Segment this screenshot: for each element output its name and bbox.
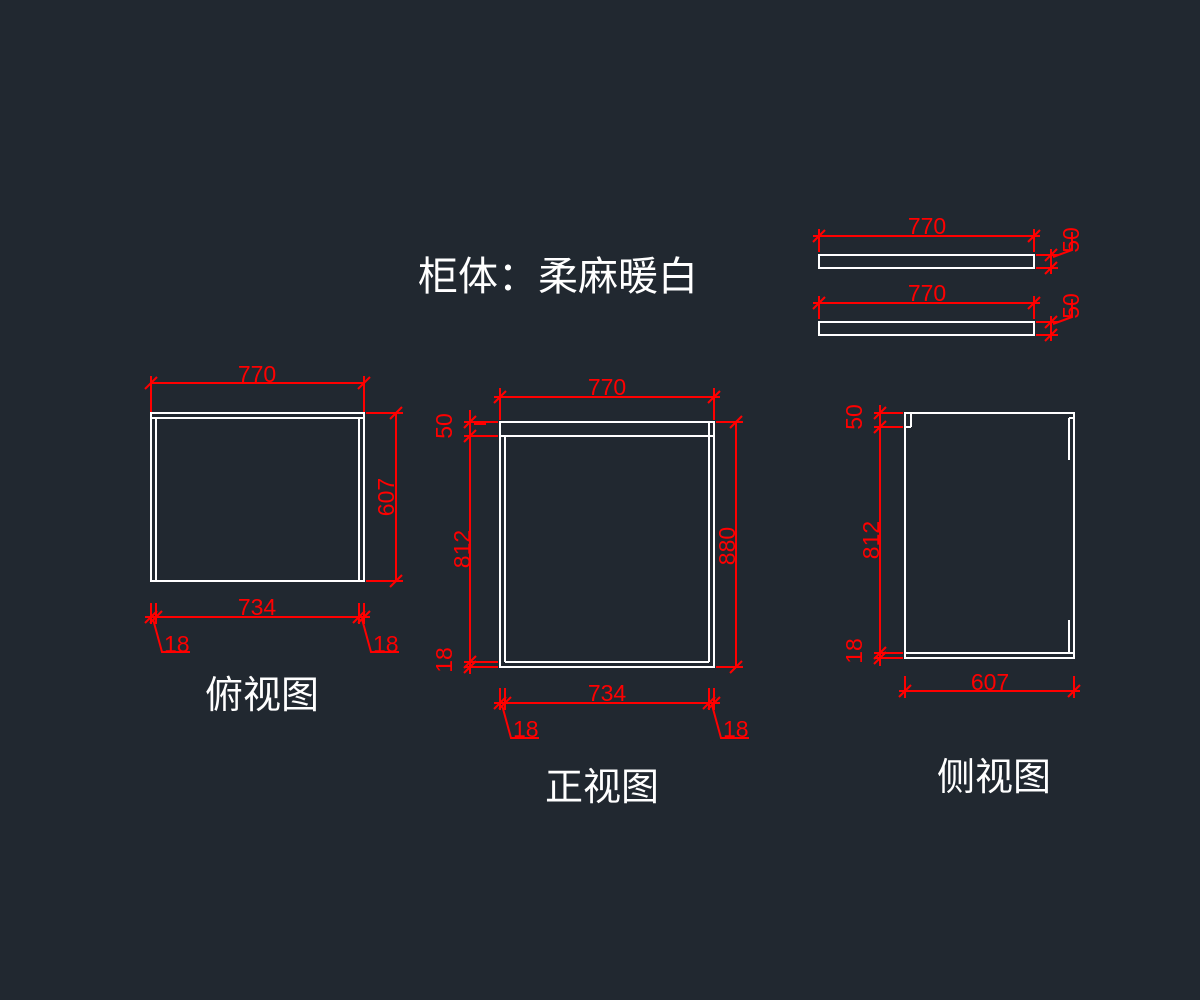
side-view-dimensions: 50 812 18 607 [841,404,1081,698]
top-view [150,412,365,582]
front-right-panel-label: 18 [723,716,749,742]
front-view-label: 正视图 [545,765,659,809]
top-depth-label: 607 [373,478,399,516]
side-depth-label: 607 [971,669,1009,695]
side-view [904,412,1075,659]
strip-2-outline [818,321,1035,336]
front-total-height-label: 880 [714,527,740,565]
front-view [499,421,715,668]
top-right-panel-label: 18 [373,631,399,657]
top-view-outline [150,412,365,582]
side-inner-height-label: 812 [858,521,884,559]
strip-2-height-label: 50 [1058,293,1084,319]
top-left-panel-label: 18 [164,631,190,657]
side-bottom-label: 18 [841,638,867,664]
side-top-label: 50 [841,404,867,430]
strip-1: 770 50 [812,213,1084,275]
strip-2-length-label: 770 [908,280,946,306]
front-inner-width-label: 734 [588,680,627,706]
front-left-panel-label: 18 [513,716,539,742]
front-width-label: 770 [588,374,626,400]
strip-1-height-label: 50 [1058,227,1084,253]
front-view-outline [499,421,715,668]
top-width-label: 770 [238,361,276,387]
top-view-dimensions: 770 607 734 18 18 [144,361,403,657]
side-view-outline [904,412,1075,659]
drawing-title: 柜体：柔麻暖白 [418,254,698,300]
top-inner-label: 734 [238,594,277,620]
front-top-label: 50 [431,413,457,439]
front-view-dimensions: 770 50 812 18 880 734 18 18 [431,374,749,742]
top-view-label: 俯视图 [205,673,319,717]
front-bottom-label: 18 [431,647,457,673]
strip-1-outline [818,254,1035,269]
strip-1-length-label: 770 [908,213,946,239]
side-view-label: 侧视图 [937,755,1051,799]
strip-2: 770 50 [812,280,1084,342]
front-inner-height-label: 812 [449,530,475,568]
